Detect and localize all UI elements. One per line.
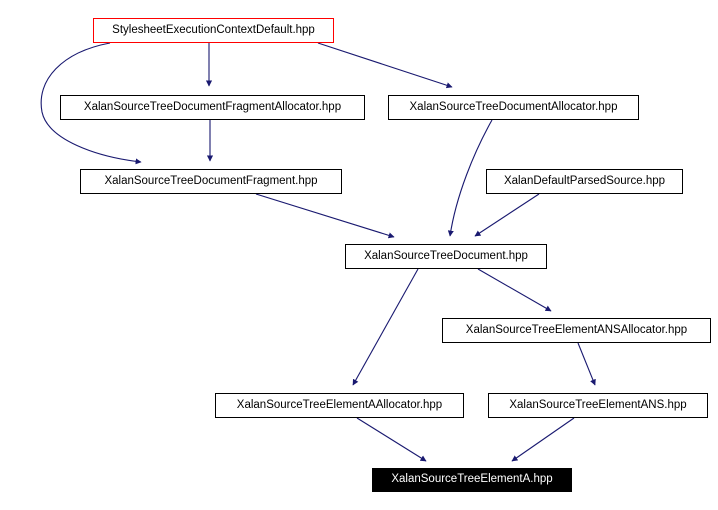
node-stylesheetexecutioncontextdefault[interactable]: StylesheetExecutionContextDefault.hpp — [93, 18, 334, 43]
edge-elementans-to-elementa — [511, 417, 575, 462]
edge-defaultparsedsource-to-document — [474, 193, 540, 237]
node-xalansourcetreeelementaallocator[interactable]: XalanSourceTreeElementAAllocator.hpp — [215, 393, 464, 418]
node-label: XalanSourceTreeElementA.hpp — [391, 473, 553, 486]
node-xalandefaultparsedsource[interactable]: XalanDefaultParsedSource.hpp — [486, 169, 683, 194]
edge-documentfragment-to-document — [255, 193, 395, 239]
node-label: StylesheetExecutionContextDefault.hpp — [112, 23, 315, 36]
node-label: XalanSourceTreeElementANS.hpp — [509, 398, 687, 411]
edge-elementaallocator-to-elementa — [356, 417, 427, 462]
node-label: XalanDefaultParsedSource.hpp — [503, 174, 666, 187]
node-xalansourcetreedocumentallocator[interactable]: XalanSourceTreeDocumentAllocator.hpp — [388, 95, 639, 120]
node-xalansourcetreedocumentfragmentallocator[interactable]: XalanSourceTreeDocumentFragmentAllocator… — [60, 95, 365, 120]
node-xalansourcetreeelementansallocator[interactable]: XalanSourceTreeElementANSAllocator.hpp — [442, 318, 711, 343]
edge-stylesheet-to-documentfragment — [40, 42, 142, 165]
node-label: XalanSourceTreeDocument.hpp — [364, 249, 528, 262]
node-xalansourcetreeelementans[interactable]: XalanSourceTreeElementANS.hpp — [488, 393, 708, 418]
node-label: XalanSourceTreeDocumentAllocator.hpp — [409, 100, 618, 113]
node-label: XalanSourceTreeElementAAllocator.hpp — [236, 398, 443, 411]
node-xalansourcetreedocument[interactable]: XalanSourceTreeDocument.hpp — [345, 244, 547, 269]
node-xalansourcetreedocumentfragment[interactable]: XalanSourceTreeDocumentFragment.hpp — [80, 169, 342, 194]
node-xalansourcetreeelementa[interactable]: XalanSourceTreeElementA.hpp — [372, 468, 572, 492]
node-label: XalanSourceTreeDocumentFragment.hpp — [104, 174, 318, 187]
edge-stylesheet-to-documentallocator — [317, 42, 453, 89]
edge-document-to-elementaallocator — [352, 268, 419, 386]
edge-document-to-elementansallocator — [477, 268, 552, 312]
edge-documentallocator-to-document — [447, 119, 493, 237]
node-label: XalanSourceTreeElementANSAllocator.hpp — [465, 323, 688, 336]
node-label: XalanSourceTreeDocumentFragmentAllocator… — [83, 100, 342, 113]
edge-elementansallocator-to-elementans — [577, 342, 596, 386]
